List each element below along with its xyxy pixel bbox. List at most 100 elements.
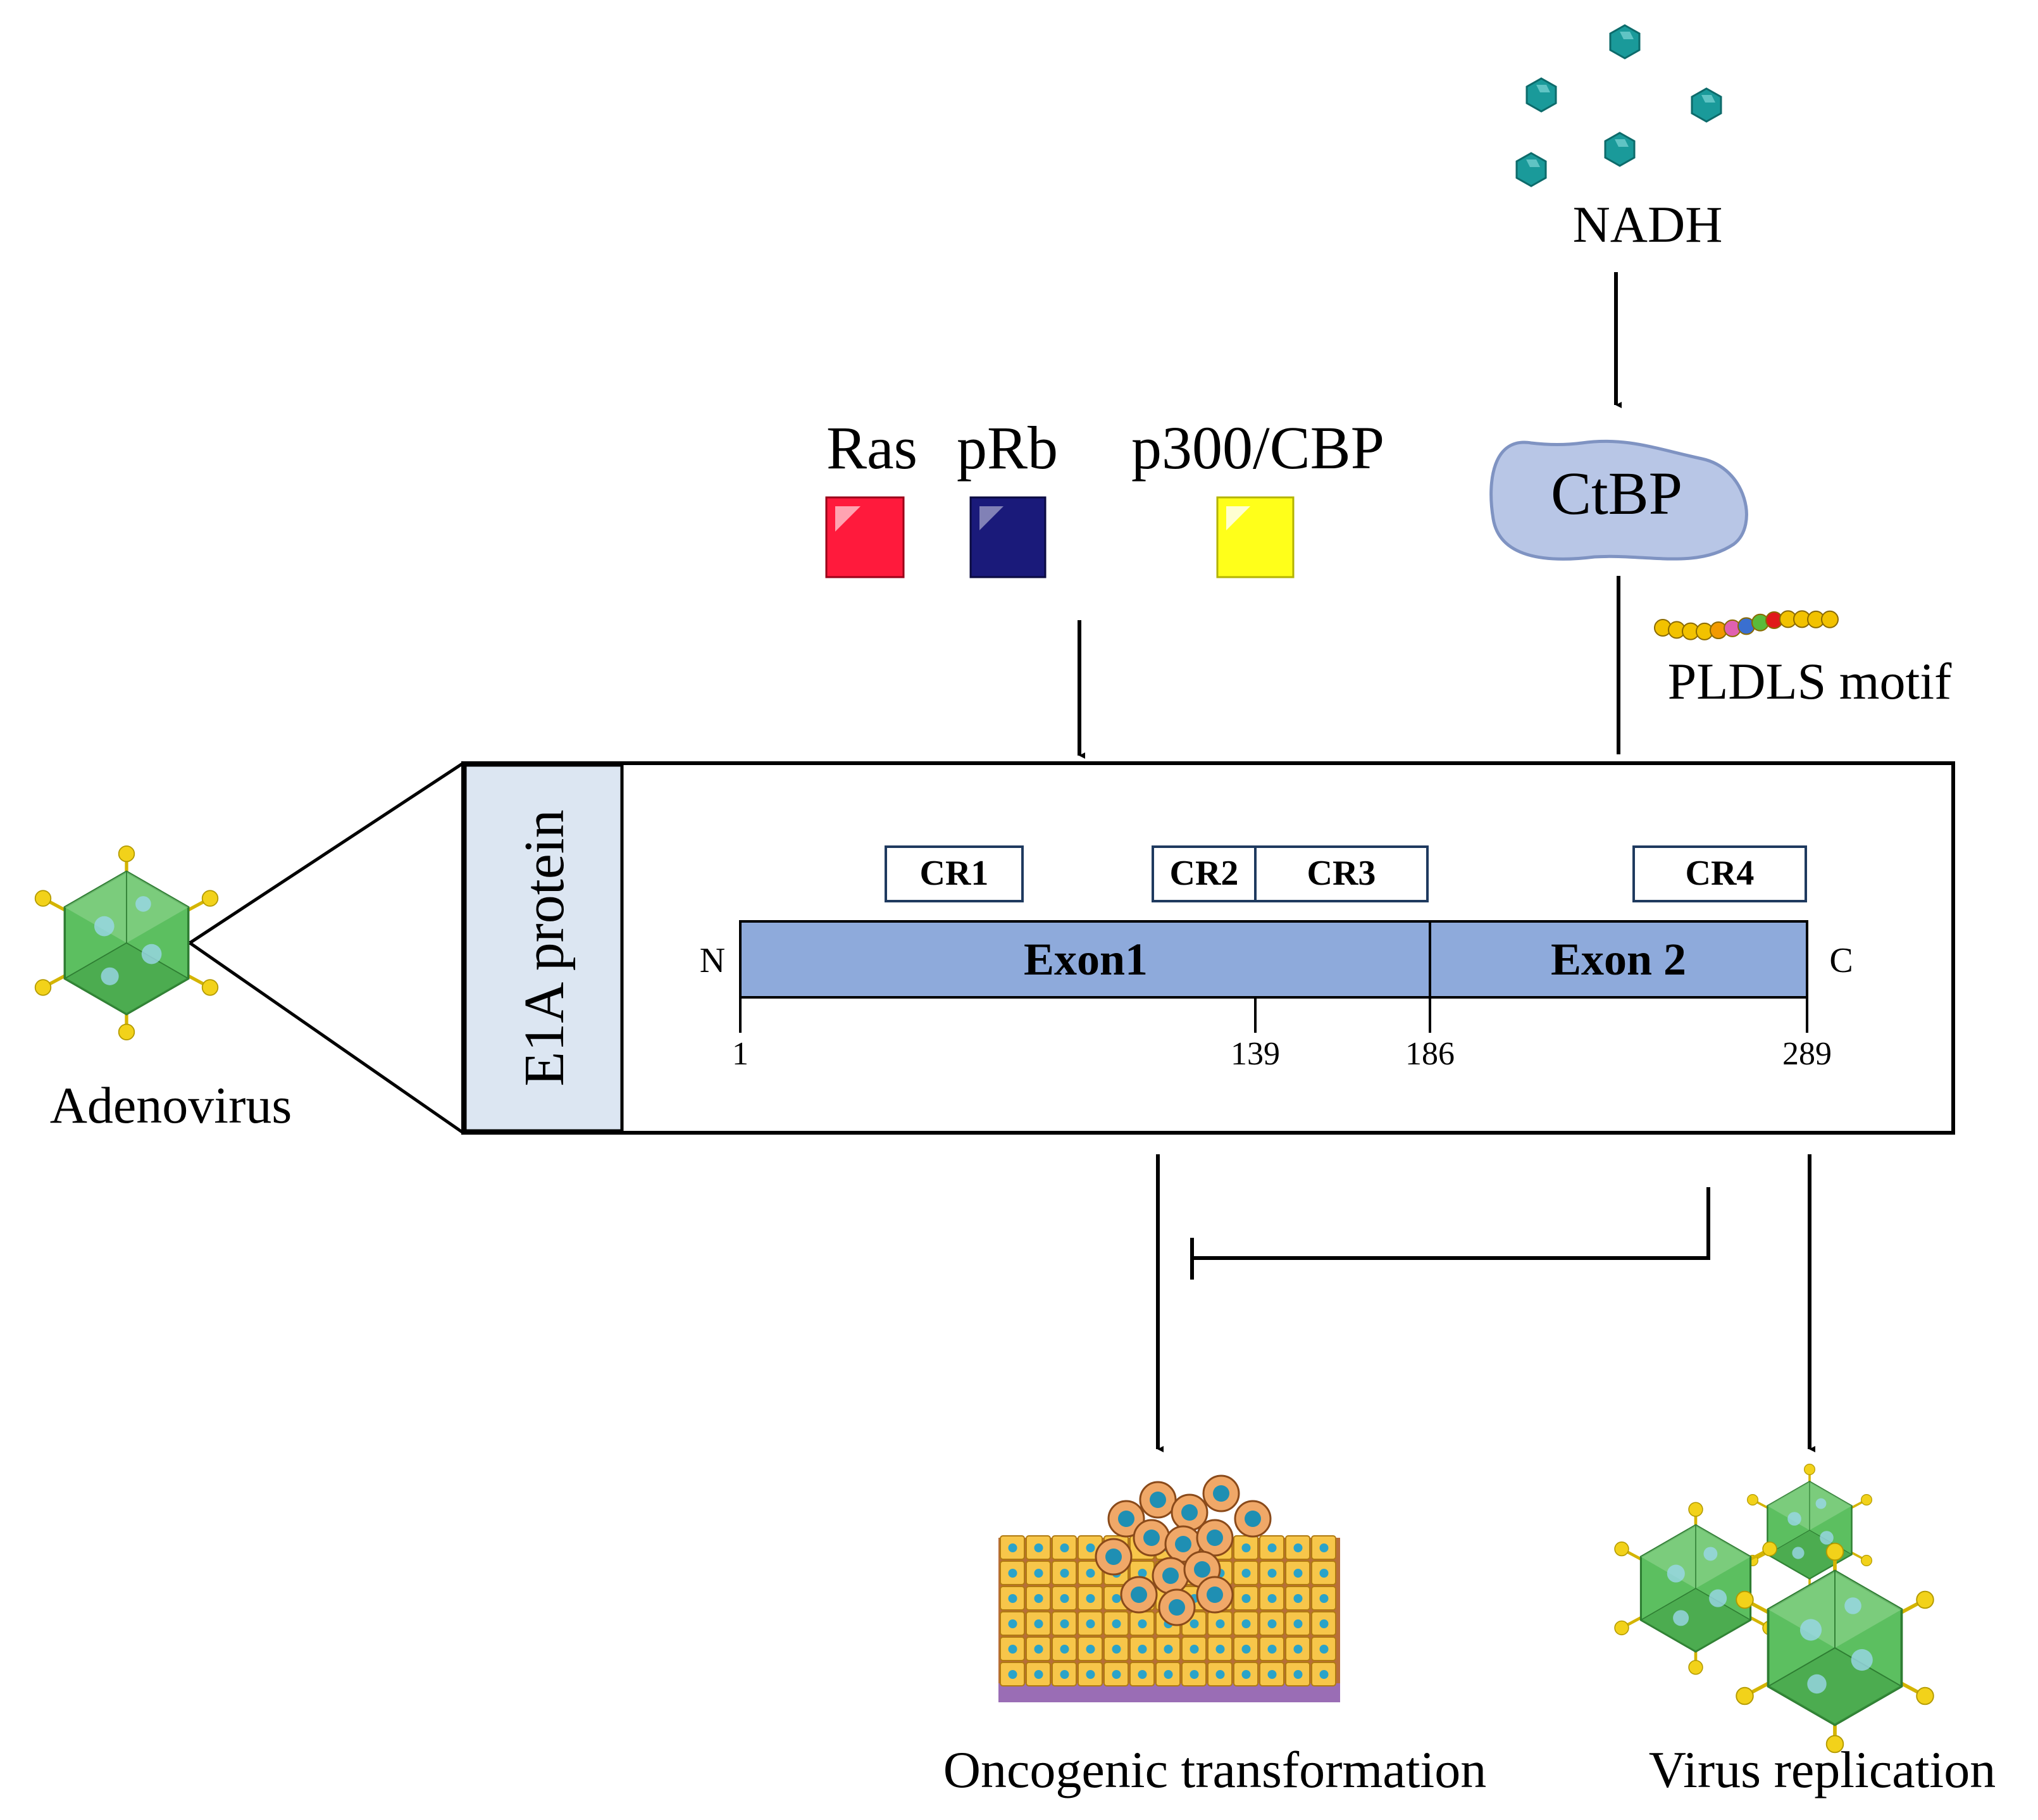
cr2-box — [1152, 845, 1257, 902]
replication-label: Virus replication — [1649, 1741, 1996, 1798]
cell-nucleus — [1241, 1670, 1251, 1679]
cell-nucleus — [1319, 1594, 1329, 1603]
cell-nucleus — [1215, 1670, 1225, 1679]
pldls-bead — [1821, 610, 1839, 628]
transformed-nucleus — [1207, 1530, 1223, 1546]
cr4-box — [1632, 845, 1807, 902]
transformed-nucleus — [1194, 1561, 1210, 1578]
cr2-label: CR2 — [1170, 854, 1239, 893]
cell-nucleus — [1215, 1645, 1225, 1654]
transformed-nucleus — [1118, 1511, 1134, 1527]
transformed-nucleus — [1245, 1511, 1261, 1527]
ras-label: Ras — [826, 414, 917, 482]
cell-nucleus — [1319, 1569, 1329, 1578]
cell-nucleus — [1319, 1645, 1329, 1654]
cell-nucleus — [1060, 1543, 1069, 1552]
cell-nucleus — [1008, 1619, 1017, 1628]
cell-nucleus — [1319, 1670, 1329, 1679]
cell-nucleus — [1164, 1670, 1173, 1679]
transformed-nucleus — [1105, 1549, 1122, 1565]
cell-nucleus — [1112, 1619, 1121, 1628]
cell-nucleus — [1086, 1619, 1095, 1628]
cr4-label: CR4 — [1686, 854, 1755, 893]
exon2-label: Exon 2 — [1551, 934, 1686, 985]
n-terminus-label: N — [700, 941, 725, 980]
ctbp-protein-icon — [1489, 439, 1748, 561]
zoom-line-bottom — [189, 941, 464, 1135]
cell-nucleus — [1112, 1594, 1121, 1603]
transformed-nucleus — [1181, 1504, 1198, 1521]
e1a-label-panel — [463, 763, 624, 1133]
cell-nucleus — [1293, 1543, 1303, 1552]
cell-nucleus — [1060, 1594, 1069, 1603]
transformed-nucleus — [1131, 1586, 1147, 1603]
adenovirus-label: Adenovirus — [50, 1076, 292, 1134]
pos-186-label: 186 — [1405, 1036, 1455, 1072]
cell-nucleus — [1293, 1645, 1303, 1654]
virus-cluster-icon — [1615, 1462, 1934, 1753]
cell-nucleus — [1190, 1670, 1199, 1679]
cell-nucleus — [1008, 1569, 1017, 1578]
cell-nucleus — [1215, 1619, 1225, 1628]
cell-nucleus — [1086, 1645, 1095, 1654]
cell-nucleus — [1060, 1670, 1069, 1679]
cell-nucleus — [1319, 1543, 1329, 1552]
cell-nucleus — [1190, 1645, 1199, 1654]
cell-nucleus — [1267, 1619, 1277, 1628]
cell-nucleus — [1034, 1619, 1043, 1628]
cell-nucleus — [1293, 1670, 1303, 1679]
ras-square-icon — [825, 496, 905, 578]
cr1-label: CR1 — [920, 854, 989, 893]
pos-289-label: 289 — [1782, 1036, 1832, 1072]
transformed-nucleus — [1162, 1568, 1179, 1584]
transformed-nucleus — [1207, 1586, 1223, 1603]
exon1-bar — [739, 920, 1431, 999]
cell-nucleus — [1060, 1569, 1069, 1578]
ctbp-label: CtBP — [1551, 459, 1682, 527]
cell-nucleus — [1138, 1619, 1147, 1628]
cell-nucleus — [1267, 1594, 1277, 1603]
inhibition-line — [1192, 1187, 1710, 1260]
cell-nucleus — [1034, 1569, 1043, 1578]
cell-nucleus — [1060, 1619, 1069, 1628]
cell-nucleus — [1034, 1594, 1043, 1603]
cell-nucleus — [1267, 1569, 1277, 1578]
cell-nucleus — [1164, 1645, 1173, 1654]
c-terminus-label: C — [1829, 941, 1853, 980]
cell-nucleus — [1241, 1569, 1251, 1578]
cell-nucleus — [1112, 1645, 1121, 1654]
cell-nucleus — [1034, 1645, 1043, 1654]
cr3-label: CR3 — [1307, 854, 1376, 893]
cell-nucleus — [1008, 1543, 1017, 1552]
e1a-box — [461, 761, 1955, 1135]
cr1-box — [885, 845, 1024, 902]
prb-label: pRb — [957, 414, 1058, 482]
cell-nucleus — [1267, 1670, 1277, 1679]
transformed-nucleus — [1175, 1536, 1191, 1552]
cell-nucleus — [1008, 1670, 1017, 1679]
cell-nucleus — [1086, 1670, 1095, 1679]
cell-nucleus — [1293, 1619, 1303, 1628]
cell-nucleus — [1060, 1645, 1069, 1654]
cr3-box — [1254, 845, 1429, 902]
exon2-bar — [1429, 920, 1808, 999]
cell-nucleus — [1241, 1543, 1251, 1552]
cell-nucleus — [1293, 1594, 1303, 1603]
cell-nucleus — [1241, 1594, 1251, 1603]
transformed-nucleus — [1143, 1530, 1160, 1546]
cell-nucleus — [1008, 1594, 1017, 1603]
cell-nucleus — [1138, 1670, 1147, 1679]
pos-139-label: 139 — [1231, 1036, 1280, 1072]
cell-nucleus — [1241, 1645, 1251, 1654]
cell-nucleus — [1086, 1594, 1095, 1603]
nadh-molecules-icon — [1515, 24, 1722, 187]
exon1-label: Exon1 — [1024, 934, 1148, 985]
pldls-motif-icon — [1654, 610, 1839, 640]
prb-square-icon — [969, 496, 1047, 578]
cell-nucleus — [1293, 1569, 1303, 1578]
cell-nucleus — [1138, 1569, 1147, 1578]
cell-nucleus — [1086, 1569, 1095, 1578]
p300-square-icon — [1216, 496, 1295, 578]
cell-nucleus — [1267, 1645, 1277, 1654]
